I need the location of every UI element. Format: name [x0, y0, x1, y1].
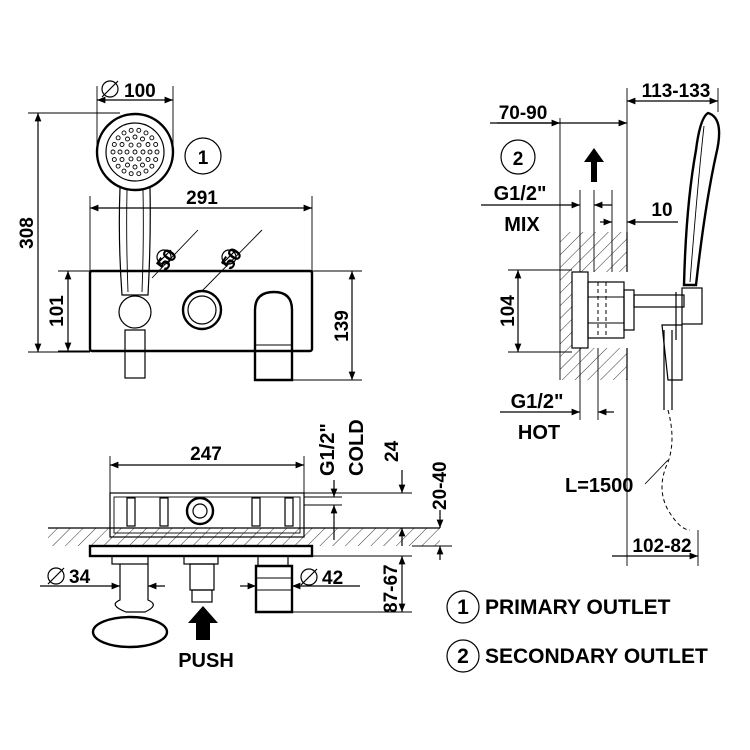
- top-plate: [88, 544, 314, 558]
- spray-hole: [145, 157, 151, 162]
- spray-hole: [153, 142, 159, 147]
- legend-label-1: PRIMARY OUTLET: [485, 596, 671, 619]
- spray-hole: [115, 163, 121, 169]
- svg-text:1: 1: [457, 596, 469, 619]
- push-arrow-icon: [188, 606, 218, 640]
- top-handshower: [91, 615, 169, 649]
- hot-label: HOT: [518, 422, 560, 444]
- mixer-lever: [253, 290, 294, 382]
- spray-hole: [128, 171, 134, 177]
- spray-hole: [125, 136, 130, 142]
- dim-knob-right: 50: [218, 245, 247, 274]
- spray-hole: [125, 162, 130, 168]
- push-label: PUSH: [178, 650, 234, 672]
- hot-thread: G1/2": [511, 391, 564, 413]
- spray-hole: [111, 157, 117, 162]
- spray-hole: [128, 127, 134, 133]
- svg-text:34: 34: [69, 567, 91, 588]
- dim-body-width: 291: [186, 188, 218, 209]
- spray-hole: [149, 163, 155, 169]
- spray-hole: [145, 142, 151, 147]
- spray-hole: [124, 149, 130, 155]
- dim-diameter-42: 42: [300, 568, 343, 589]
- cold-label: COLD: [346, 419, 368, 476]
- dim-side-body-height: 104: [498, 295, 519, 327]
- legend-label-2: SECONDARY OUTLET: [485, 645, 708, 668]
- top-view: PUSH 247 G1/2" COLD 24 20-40 87-67: [40, 419, 452, 672]
- legend-item-2: 2 SECONDARY OUTLET: [446, 639, 708, 673]
- hose-length: L=1500: [565, 475, 633, 497]
- hose: [661, 409, 691, 531]
- spray-hole: [136, 142, 142, 148]
- spray-hole: [140, 162, 145, 168]
- callout-2-circle: [500, 139, 536, 175]
- spray-hole: [121, 168, 127, 174]
- spray-hole: [147, 149, 153, 155]
- dim-24: 24: [382, 440, 403, 462]
- callout-1: 1: [198, 148, 209, 169]
- spray-hole: [140, 149, 146, 155]
- spray-hole: [136, 171, 142, 177]
- spray-hole: [154, 149, 160, 155]
- spray-hole: [136, 156, 142, 162]
- side-view: 2 113-133 70-90 G1/2" MIX 10 104 G1/: [481, 81, 721, 566]
- dim-outlet-offset: 70-90: [499, 103, 548, 124]
- dim-20-40: 20-40: [430, 461, 451, 510]
- mix-thread: G1/2": [494, 183, 547, 205]
- legend-item-1: 1 PRIMARY OUTLET: [446, 590, 671, 624]
- spray-hole: [119, 157, 125, 162]
- svg-text:2: 2: [457, 645, 469, 668]
- spray-hole: [132, 164, 138, 170]
- spray-hole: [110, 149, 116, 155]
- dim-body-height-left: 101: [47, 295, 68, 327]
- side-handshower: [682, 111, 721, 287]
- spray-hole: [143, 168, 149, 174]
- dim-total-height: 308: [17, 217, 38, 249]
- dim-top-width: 247: [190, 444, 222, 465]
- spray-hole: [132, 149, 138, 155]
- svg-text:100: 100: [124, 81, 156, 102]
- svg-text:42: 42: [322, 568, 343, 589]
- dim-diameter-34: 34: [47, 567, 91, 588]
- spray-hole: [149, 135, 155, 141]
- spray-hole: [128, 156, 134, 162]
- front-view: 1 100 308 291 50 50: [17, 80, 362, 382]
- spray-hole: [128, 142, 134, 148]
- callout-2: 2: [513, 149, 524, 170]
- spray-hole: [121, 130, 127, 136]
- dim-depth-small: 10: [651, 200, 672, 221]
- wall-plate: [88, 269, 314, 353]
- top-lever: [254, 564, 294, 614]
- mix-label: MIX: [504, 214, 540, 236]
- cold-thread: G1/2": [317, 423, 339, 476]
- dim-body-height-right: 139: [332, 310, 353, 342]
- handshower-head: [95, 112, 175, 379]
- spray-hole: [143, 130, 149, 136]
- spray-hole: [140, 136, 145, 142]
- spray-hole: [119, 142, 125, 147]
- spray-hole: [153, 157, 159, 162]
- diverter-knob: [181, 289, 223, 331]
- dim-87-67: 87-67: [381, 564, 402, 613]
- legend: 1 PRIMARY OUTLET 2 SECONDARY OUTLET: [446, 590, 708, 673]
- spray-hole: [136, 127, 142, 133]
- spray-hole: [132, 134, 138, 140]
- flow-arrow-up-icon: [584, 148, 604, 182]
- dim-bottom-offset: 102-82: [632, 536, 691, 557]
- spray-hole: [117, 149, 123, 155]
- top-body: [109, 492, 305, 538]
- callout-1-circle: [184, 137, 222, 175]
- spray-hole: [111, 142, 117, 147]
- dim-top-offset: 113-133: [642, 81, 711, 102]
- spray-hole: [115, 135, 121, 141]
- dim-handshower-diameter: 100: [101, 80, 156, 102]
